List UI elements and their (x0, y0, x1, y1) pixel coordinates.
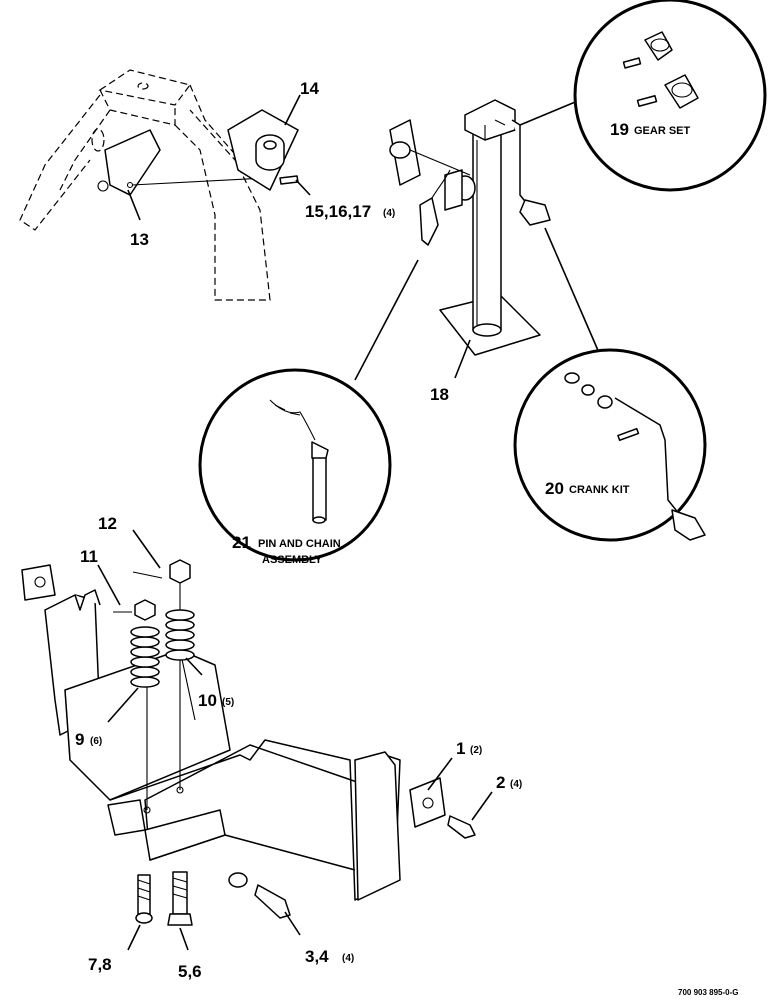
callout-1-qty: (2) (470, 745, 482, 756)
tongue-outline (19, 69, 271, 301)
jack-bracket-14 (227, 109, 299, 191)
callout-21-title-line1: PIN AND CHAIN (258, 538, 341, 550)
callout-11: 11 (80, 547, 98, 566)
callout-9: 9 (75, 730, 84, 749)
callout-14: 14 (300, 79, 319, 98)
leader-11 (97, 564, 121, 606)
callout-12: 12 (98, 514, 117, 533)
leader-12 (132, 529, 161, 569)
callout-18: 18 (430, 385, 449, 404)
leader-3-4 (284, 911, 301, 936)
callout-7-8: 7,8 (88, 955, 112, 974)
callout-3-4-qty: (4) (342, 953, 354, 964)
spring-washers-9 (130, 599, 160, 688)
gear-set-bubble (573, 0, 767, 192)
leader-gear-set (519, 99, 581, 126)
callout-20-title: CRANK KIT (569, 484, 630, 496)
pin-chain-bubble (198, 368, 392, 562)
callout-2-qty: (4) (510, 779, 522, 790)
callout-10-qty: (5) (222, 697, 234, 708)
callout-3-4: 3,4 (305, 947, 329, 966)
leader-7-8 (127, 924, 141, 951)
spring-washers-10 (165, 559, 195, 661)
callout-21: 21 (232, 533, 251, 552)
bolt-7-8 (135, 874, 153, 924)
callout-15-16-17: 15,16,17 (305, 202, 371, 221)
wear-plate-right (409, 777, 446, 828)
mounting-plate-13 (97, 129, 266, 196)
callout-19: 19 (610, 120, 629, 139)
hitch-assembly (21, 560, 446, 901)
leader-18 (454, 339, 471, 379)
bolt-2 (447, 815, 476, 839)
callout-21-title-line2: ASSEMBLY (262, 554, 323, 566)
leader-15-16-17 (295, 179, 311, 196)
wear-plate-left (21, 564, 56, 601)
leader-1 (427, 757, 453, 791)
leader-crank-kit (544, 227, 601, 356)
swivel-jack-18 (389, 99, 551, 356)
callout-10: 10 (198, 691, 217, 710)
callout-2: 2 (496, 773, 505, 792)
callout-15-16-17-qty: (4) (383, 208, 395, 219)
drawing-reference-number: 700 903 895-0-G (678, 988, 739, 997)
leader-10 (185, 657, 203, 676)
callout-19-title: GEAR SET (634, 125, 691, 137)
leader-9 (107, 687, 139, 723)
cotter-pin-12 (132, 571, 163, 579)
leader-5-6 (179, 927, 189, 951)
callout-5-6: 5,6 (178, 962, 202, 981)
leader-13 (127, 189, 141, 221)
leader-14 (284, 94, 301, 126)
crank-kit-bubble (513, 348, 707, 542)
leader-pin-chain (354, 259, 419, 381)
callout-1: 1 (456, 739, 465, 758)
nut-bolt-3-4 (228, 872, 291, 919)
callout-9-qty: (6) (90, 736, 102, 747)
callout-20: 20 (545, 479, 564, 498)
callout-13: 13 (130, 230, 149, 249)
leader-2 (471, 791, 493, 821)
bolt-5-6 (167, 871, 193, 926)
